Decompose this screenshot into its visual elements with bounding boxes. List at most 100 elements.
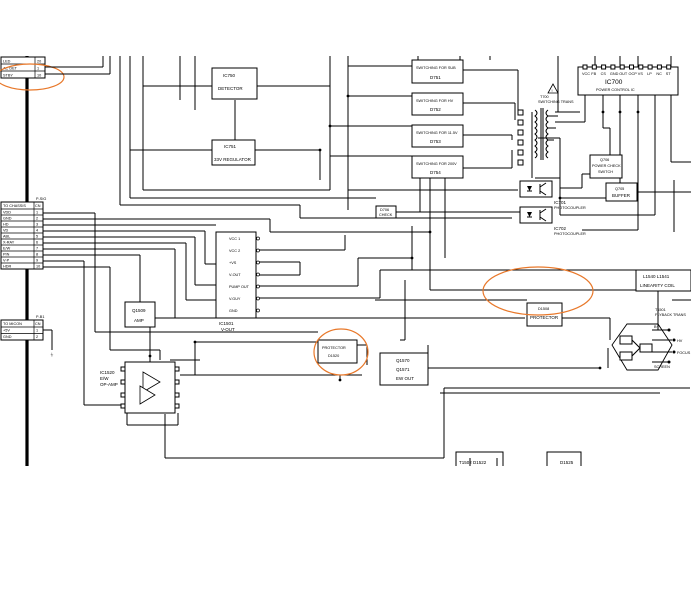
- mid-pin-num: 7: [36, 247, 38, 251]
- svg-text:T1502 D1522: T1502 D1522: [459, 460, 487, 465]
- ic700-pin-label: VS: [638, 72, 644, 76]
- mid-pin-num: 3: [36, 223, 38, 227]
- top-pin-num-1: 20: [37, 60, 41, 64]
- svg-text:SWITCHING TRANS: SWITCHING TRANS: [538, 100, 574, 104]
- ew-out-block: Q1570 Q1571 EW OUT: [379, 352, 429, 386]
- junction-dots: [148, 94, 640, 382]
- bottom-connector-header: TO MICON: [3, 322, 22, 326]
- mid-pin-label: VD: [3, 229, 9, 233]
- v-out-pin-label: PUMP OUT: [229, 285, 250, 289]
- ic700-pin-label: VCC: [582, 72, 590, 76]
- switching-hv-block: SWITCHING FOR HV D752: [411, 92, 464, 116]
- v-out-pin-label: GND: [229, 309, 238, 313]
- v-out-pin-label: VCC 1: [229, 237, 240, 241]
- ew-opamp-ic: IC1520 E/W OP-AMP: [100, 361, 180, 414]
- v-out-pin-label: VCC 2: [229, 249, 240, 253]
- svg-text:IC1520: IC1520: [100, 370, 115, 375]
- amp-block: Q1509 AMP: [124, 301, 156, 328]
- mid-pin-label: HDR: [3, 265, 11, 269]
- linearity-coil-block: L1540 L1541 LINEARITY COIL: [635, 269, 691, 292]
- svg-text:Q1570: Q1570: [396, 358, 410, 363]
- power-control-label: POWER CONTROL IC: [596, 88, 635, 92]
- mid-pin-num: 10: [36, 265, 40, 269]
- ic700-pin-label: OUT: [619, 72, 628, 76]
- svg-text:D752: D752: [430, 107, 441, 112]
- mid-pin-label: V-P: [3, 259, 10, 263]
- mid-pin-num: 5: [36, 235, 38, 239]
- detector-label: DETECTOR: [218, 86, 243, 91]
- highlight-ellipse-protector-diode: [313, 328, 369, 376]
- svg-text:AMP: AMP: [134, 318, 144, 323]
- svg-text:Q705: Q705: [615, 187, 624, 191]
- bottom-connector-header-num: CN: [35, 322, 41, 326]
- ground-mark: ⏚: [50, 352, 54, 357]
- bottom-pin-num-1: 1: [36, 329, 38, 333]
- bottom-pin-label-1: +5V: [3, 329, 10, 333]
- ic700-pin-label: OCP: [629, 72, 638, 76]
- mid-connector-header-num: CN: [35, 204, 41, 208]
- mid-pin-num: 6: [36, 241, 38, 245]
- ic700-pin-label: NC: [656, 72, 662, 76]
- bottom-block-1: T1502 D1522: [455, 451, 504, 466]
- mid-pin-num: 1: [36, 211, 38, 215]
- regulator-ref: IC751: [224, 144, 237, 149]
- svg-text:HV: HV: [677, 339, 683, 343]
- svg-text:D1508: D1508: [538, 307, 549, 311]
- top-pin-num-2: 1: [37, 67, 39, 71]
- switching-transformer: T700 SWITCHING TRANS: [517, 95, 574, 166]
- mid-pin-label: PIN: [3, 253, 10, 257]
- svg-text:PHOTOCOUPLER: PHOTOCOUPLER: [554, 206, 586, 210]
- svg-text:T700: T700: [540, 95, 549, 99]
- v-out-label: V-OUT: [221, 327, 235, 332]
- top-pin-label-1: LED: [3, 60, 11, 64]
- detector-block: IC750 DETECTOR: [211, 67, 258, 100]
- switching-115v-block: SWITCHING FOR 11.5V D753: [411, 124, 464, 148]
- svg-text:SWITCHING FOR HV: SWITCHING FOR HV: [416, 99, 454, 103]
- mid-pin-label: X-RAY: [3, 241, 15, 245]
- bottom-pin-label-2: GND: [3, 335, 12, 339]
- svg-text:D706: D706: [380, 208, 389, 212]
- svg-text:IC701: IC701: [554, 200, 567, 205]
- svg-text:Q1571: Q1571: [396, 367, 410, 372]
- svg-text:Q706: Q706: [600, 158, 609, 162]
- svg-text:!: !: [552, 89, 553, 93]
- mid-pin-num: 8: [36, 253, 38, 257]
- svg-text:SWITCHING FOR SUB: SWITCHING FOR SUB: [416, 66, 456, 70]
- svg-text:IC702: IC702: [554, 226, 567, 231]
- v-out-pin-label: V.GUY: [229, 297, 241, 301]
- svg-text:T1501: T1501: [655, 308, 666, 312]
- top-pin-num-3: 10: [37, 74, 41, 78]
- diode-check-block: D706 CHECK: [375, 205, 397, 219]
- svg-text:L1540 L1541: L1540 L1541: [643, 274, 670, 279]
- svg-text:D754: D754: [430, 170, 441, 175]
- ic700-pin-label: CS: [601, 72, 607, 76]
- regulator-label: 33V REGULATOR: [214, 157, 252, 162]
- svg-text:FLYBACK TRANS: FLYBACK TRANS: [655, 313, 686, 317]
- mid-pin-num: 2: [36, 217, 38, 221]
- bottom-connector: P-B1 TO MICON CN +5V 1 GND 2: [0, 315, 44, 341]
- mid-pin-num: 9: [36, 259, 38, 263]
- mid-pin-label: E/W: [3, 247, 11, 251]
- svg-text:D751: D751: [430, 75, 441, 80]
- mid-pin-label: GND: [3, 217, 12, 221]
- svg-text:SWITCHING FOR 200V: SWITCHING FOR 200V: [416, 162, 457, 166]
- bottom-pin-num-2: 2: [36, 335, 38, 339]
- highlight-ellipse-top-connector: [0, 63, 65, 91]
- buffer-block: Q705 BUFFER: [605, 182, 638, 202]
- svg-text:PROTECTOR: PROTECTOR: [530, 315, 559, 320]
- warning-icon: !: [547, 83, 559, 94]
- v-out-pin-label: V-OUT: [229, 273, 241, 277]
- wiring: [43, 56, 691, 466]
- power-check-block: Q706 POWER CHECK SWITCH: [589, 154, 623, 179]
- ic700-pin-label: LP: [647, 72, 652, 76]
- regulator-block: IC751 33V REGULATOR: [211, 139, 256, 166]
- detector-ref: IC750: [223, 73, 236, 78]
- svg-text:POWER CHECK: POWER CHECK: [592, 164, 621, 168]
- svg-text:D753: D753: [430, 139, 441, 144]
- svg-text:PHOTOCOUPLER: PHOTOCOUPLER: [554, 232, 586, 236]
- photocoupler-2: IC702 PHOTOCOUPLER: [519, 206, 586, 236]
- svg-text:OP-AMP: OP-AMP: [100, 382, 118, 387]
